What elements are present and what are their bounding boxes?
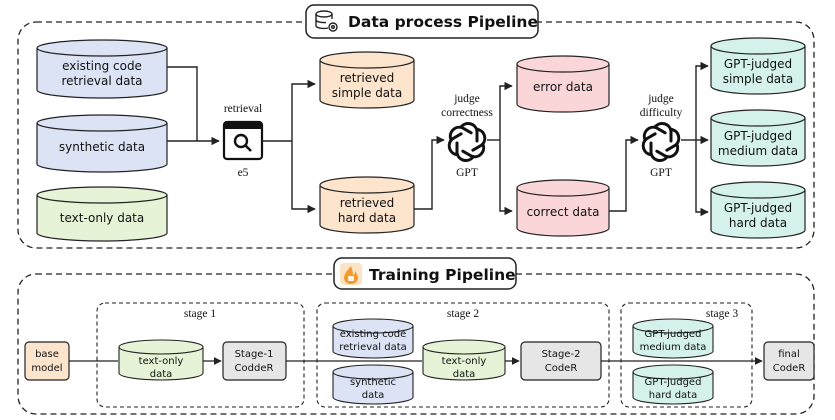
database-gear-icon: [315, 10, 338, 32]
judge2-connectors: [681, 61, 709, 217]
gpt-judged-medium: GPT-judged medium data: [710, 109, 806, 167]
flame-icon: [340, 263, 362, 285]
svg-text:Stage-2: Stage-2: [542, 349, 581, 360]
svg-text:base: base: [35, 349, 59, 360]
svg-text:GPT-judged: GPT-judged: [645, 377, 702, 388]
svg-text:medium data: medium data: [718, 144, 798, 158]
svg-text:retrieval data: retrieval data: [61, 74, 142, 88]
svg-text:data: data: [453, 369, 476, 380]
retrieved-hard: retrieved hard data: [319, 176, 415, 234]
judge-difficulty-label-2: difficulty: [640, 107, 683, 119]
svg-text:data: data: [150, 369, 173, 380]
error-data: error data: [516, 55, 610, 113]
training-title: Training Pipeline: [333, 257, 517, 290]
svg-text:hard data: hard data: [729, 216, 787, 230]
stage3-box: [620, 302, 753, 408]
correct-data: correct data: [516, 179, 610, 237]
retrieval-label: retrieval: [224, 103, 262, 115]
svg-text:error data: error data: [533, 80, 593, 94]
judge-difficulty-model: GPT: [650, 167, 672, 179]
svg-text:retrieved: retrieved: [340, 196, 395, 210]
svg-text:hard data: hard data: [338, 211, 396, 225]
svg-text:Stage-1: Stage-1: [235, 349, 274, 360]
svg-text:synthetic: synthetic: [350, 377, 396, 388]
svg-text:text-only data: text-only data: [60, 211, 144, 225]
stage2-label: stage 2: [447, 308, 480, 320]
stage3-gpt-judged-medium: GPT-judged medium data: [632, 318, 714, 359]
judge-correctness-label-1: judge: [453, 93, 480, 105]
svg-text:text-only: text-only: [442, 356, 487, 367]
svg-text:GPT-judged: GPT-judged: [724, 129, 792, 143]
gpt-judged-simple: GPT-judged simple data: [710, 37, 806, 95]
stage1-model: Stage-1 CoddeR: [222, 341, 287, 381]
svg-text:GPT-judged: GPT-judged: [724, 57, 792, 71]
svg-text:retrieved: retrieved: [340, 71, 395, 85]
judge1-connectors: [487, 81, 513, 216]
svg-text:simple data: simple data: [332, 86, 402, 100]
svg-text:GPT-judged: GPT-judged: [724, 201, 792, 215]
source-text-only: text-only data: [36, 186, 168, 242]
svg-text:medium data: medium data: [640, 342, 707, 353]
stage2-box: [316, 302, 610, 408]
judge-correctness-model: GPT: [456, 167, 478, 179]
stage2-text-only-data: text-only data: [422, 339, 506, 381]
svg-text:CodeR: CodeR: [773, 363, 806, 374]
stage1-text-only-data: text-only data: [118, 339, 204, 381]
openai-logo-icon: [447, 122, 487, 162]
svg-text:existing code: existing code: [340, 329, 407, 340]
retrieved-connectors: [414, 135, 445, 210]
svg-text:GPT-judged: GPT-judged: [645, 329, 702, 340]
retrieved-simple: retrieved simple data: [319, 51, 415, 109]
source-synthetic: synthetic data: [36, 114, 168, 173]
gpt-judged-hard: GPT-judged hard data: [710, 181, 806, 239]
training-title-text: Training Pipeline: [369, 266, 516, 284]
source-connectors: [167, 66, 220, 146]
data-process-title: Data process Pipeline: [305, 4, 539, 39]
stage3-gpt-judged-hard: GPT-judged hard data: [632, 364, 714, 405]
svg-text:CoddeR: CoddeR: [235, 363, 274, 374]
svg-text:retrieval data: retrieval data: [339, 342, 407, 353]
search-box-icon: [222, 120, 264, 161]
stage1-label: stage 1: [184, 308, 217, 320]
svg-text:existing code: existing code: [62, 59, 142, 73]
stage2-synthetic: synthetic data: [332, 364, 414, 405]
openai-logo-icon: [641, 122, 681, 162]
final-model: final CodeR: [763, 341, 815, 381]
base-model: base model: [24, 341, 70, 381]
stage1-box: [96, 302, 305, 408]
svg-text:final: final: [778, 349, 800, 360]
svg-text:data: data: [362, 390, 385, 401]
correct-connectors: [609, 135, 639, 212]
source-existing-retrieval: existing code retrieval data: [36, 39, 168, 99]
stage2-model: Stage-2 CodeR: [520, 341, 602, 381]
svg-text:CodeR: CodeR: [545, 363, 578, 374]
judge-correctness-label-2: correctness: [441, 107, 493, 119]
retrieval-model-label: e5: [238, 167, 249, 179]
svg-text:text-only: text-only: [139, 356, 184, 367]
svg-text:hard data: hard data: [649, 390, 697, 401]
svg-text:synthetic data: synthetic data: [59, 140, 145, 154]
svg-text:correct data: correct data: [527, 205, 600, 219]
judge-difficulty-label-1: judge: [647, 93, 674, 105]
svg-text:model: model: [31, 363, 62, 374]
svg-text:simple data: simple data: [723, 72, 793, 86]
retrieval-connectors: [262, 79, 316, 214]
data-process-title-text: Data process Pipeline: [348, 13, 538, 31]
stage2-existing-retrieval: existing code retrieval data: [332, 318, 414, 359]
stage3-label: stage 3: [706, 308, 739, 320]
